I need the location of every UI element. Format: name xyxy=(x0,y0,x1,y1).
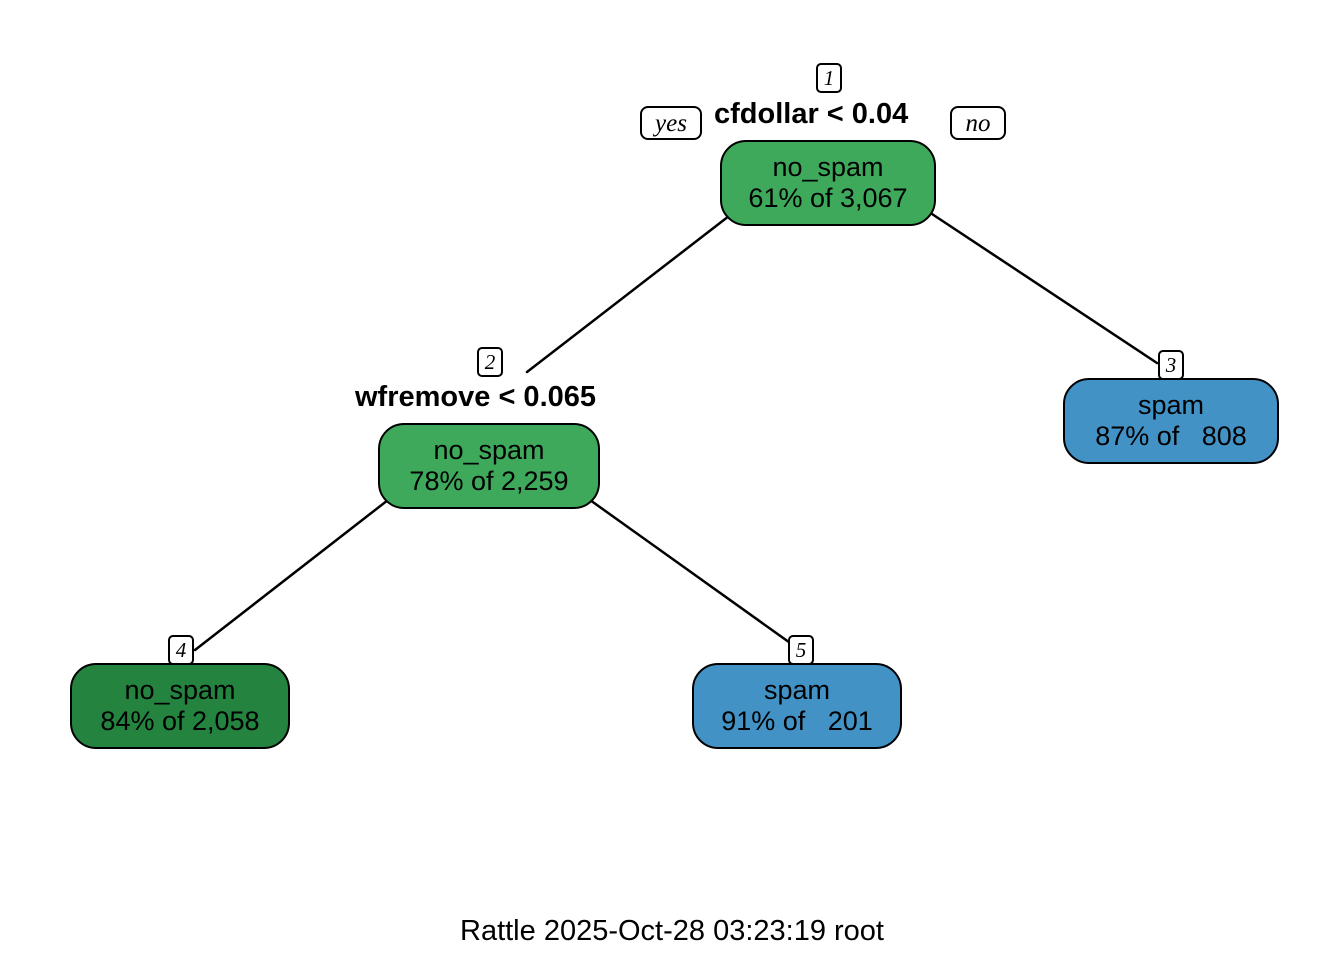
node-badge-2: 2 xyxy=(477,347,503,377)
node-stat-4: 84% of 2,058 xyxy=(100,706,260,736)
tree-node-1[interactable]: no_spam 61% of 3,067 xyxy=(720,140,936,226)
tree-node-2[interactable]: no_spam 78% of 2,259 xyxy=(378,423,600,509)
node-class-label-1: no_spam xyxy=(772,151,884,182)
node-class-label-5: spam xyxy=(763,674,831,705)
node-badge-4: 4 xyxy=(168,635,194,665)
tree-node-4[interactable]: no_spam 84% of 2,058 xyxy=(70,663,290,749)
node-stat-2: 78% of 2,259 xyxy=(409,466,569,496)
tree-edge-1-3 xyxy=(927,210,1159,365)
tree-node-5[interactable]: spam 91% of 201 xyxy=(692,663,902,749)
node-stat-1: 61% of 3,067 xyxy=(748,183,908,213)
tree-node-3[interactable]: spam 87% of 808 xyxy=(1063,378,1279,464)
tree-edge-2-4 xyxy=(193,498,390,652)
tree-edge-2-5 xyxy=(588,498,802,652)
branch-label-yes: yes xyxy=(640,106,702,140)
node-stat-3: 87% of 808 xyxy=(1095,421,1247,451)
split-rule-2: wfremove < 0.065 xyxy=(355,381,597,413)
node-stat-5: 91% of 201 xyxy=(721,706,873,736)
branch-label-no: no xyxy=(950,106,1006,140)
node-class-label-3: spam xyxy=(1137,389,1205,420)
split-rule-1: cfdollar < 0.04 xyxy=(714,98,909,130)
node-badge-5: 5 xyxy=(788,635,814,665)
node-badge-1: 1 xyxy=(816,63,842,93)
tree-edge-1-2 xyxy=(525,214,731,374)
tree-caption: Rattle 2025-Oct-28 03:23:19 root xyxy=(460,915,884,947)
node-class-label-2: no_spam xyxy=(433,434,545,465)
node-class-label-4: no_spam xyxy=(124,674,236,705)
node-badge-3: 3 xyxy=(1158,350,1184,380)
